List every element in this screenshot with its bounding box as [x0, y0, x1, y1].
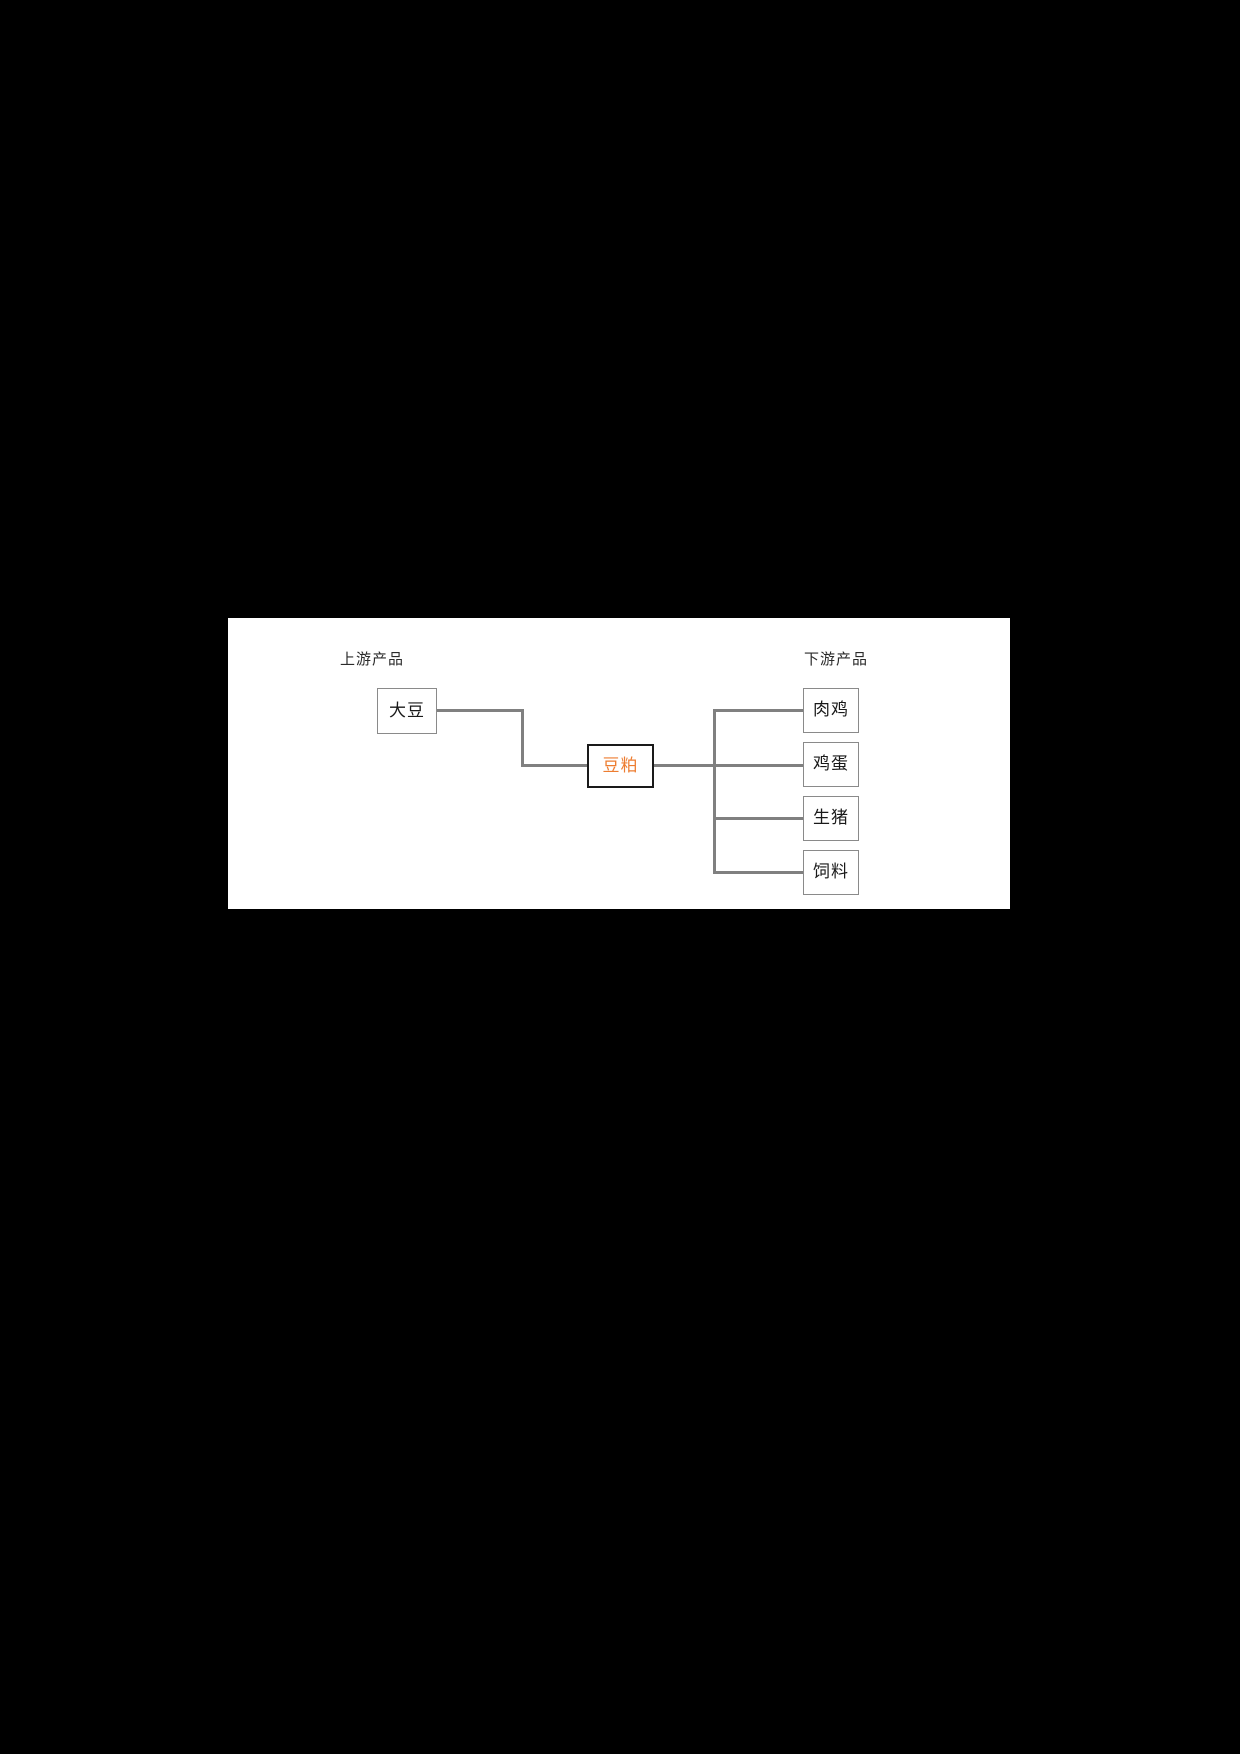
connector-soymeal-out	[654, 764, 803, 767]
connector-downstream-trunk	[713, 709, 716, 872]
node-soybean-meal: 豆粕	[587, 744, 654, 788]
connector-soybean-to-soymeal	[521, 764, 587, 767]
node-soybean: 大豆	[377, 688, 437, 734]
node-broiler-chicken: 肉鸡	[803, 688, 859, 733]
downstream-column-label: 下游产品	[804, 650, 869, 668]
node-egg: 鸡蛋	[803, 742, 859, 787]
connector-branch-feed	[713, 871, 803, 874]
upstream-column-label: 上游产品	[340, 650, 405, 668]
connector-branch-broiler	[713, 709, 803, 712]
node-live-hog: 生猪	[803, 796, 859, 841]
node-feed: 饲料	[803, 850, 859, 895]
industry-chain-figure: 上游产品 下游产品 大豆 豆粕 肉鸡 鸡蛋 生猪 饲料	[228, 618, 1010, 909]
connector-soybean-vertical	[521, 709, 524, 766]
connector-soybean-out	[437, 709, 523, 712]
connector-branch-hog	[713, 817, 803, 820]
